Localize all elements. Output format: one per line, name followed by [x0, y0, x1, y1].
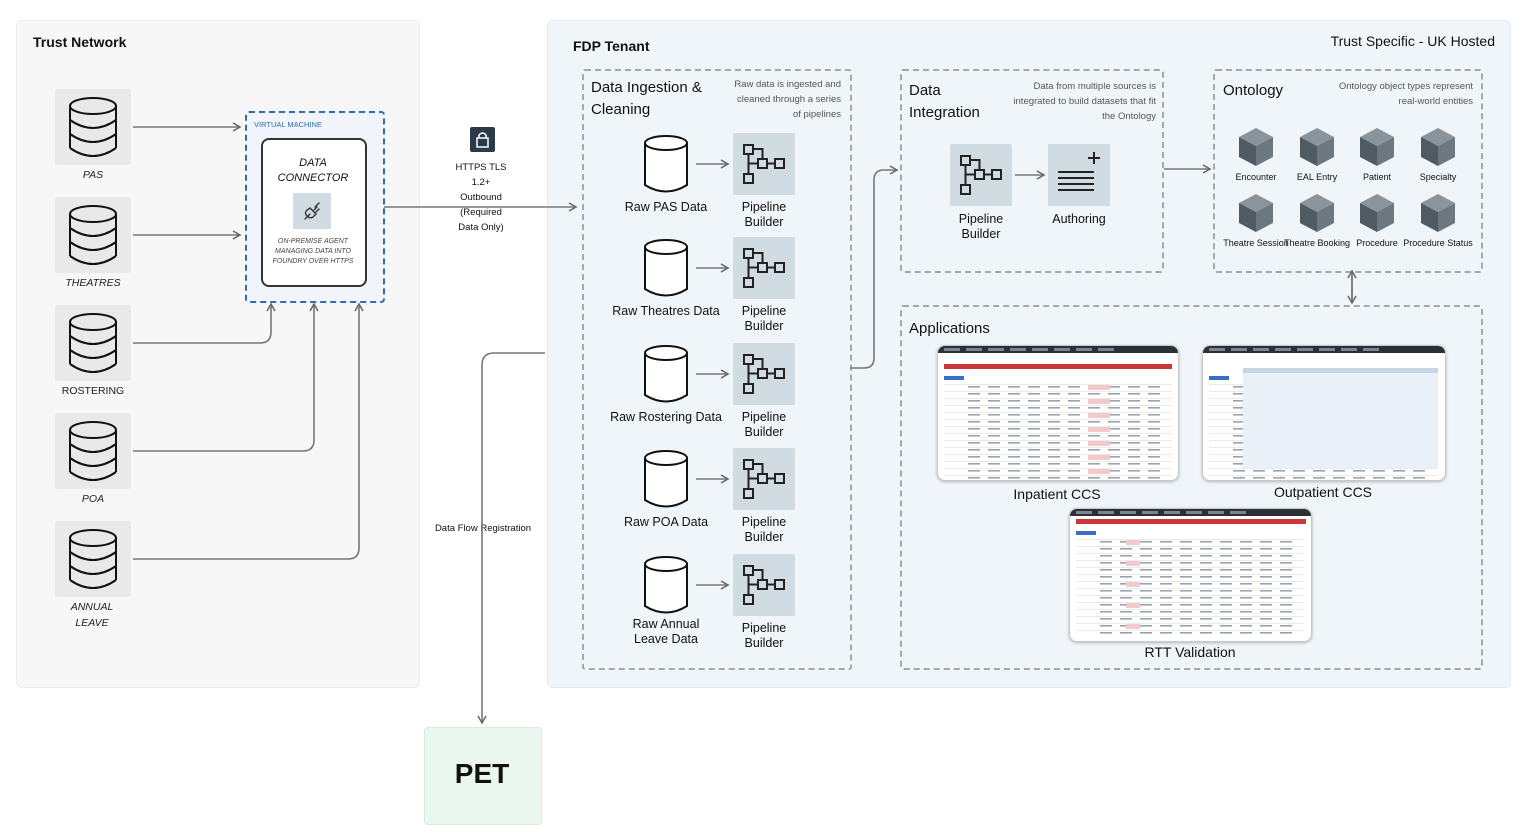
- pipeline-builder-icon: [733, 343, 795, 405]
- pipeline-builder-icon: [950, 144, 1012, 206]
- ingestion-section: [582, 69, 852, 670]
- rtt-validation-screenshot[interactable]: [1069, 508, 1312, 642]
- object-type-label: Theatre Booking: [1283, 238, 1351, 248]
- inpatient-ccs-screenshot[interactable]: [937, 345, 1179, 481]
- applications-title: Applications: [909, 320, 990, 337]
- pipeline-builder-label: Pipeline Builder: [741, 621, 787, 650]
- plug-icon: [293, 193, 331, 229]
- data-flow-label: Data Flow Registration: [428, 523, 538, 534]
- database-icon: [55, 197, 131, 273]
- source-label-rostering: ROSTERING: [61, 385, 125, 397]
- object-type-label: Specialty: [1419, 172, 1457, 182]
- pipeline-builder-icon: [733, 237, 795, 299]
- source-label-pas: PAS: [82, 169, 104, 181]
- ontology-title: Ontology: [1223, 82, 1284, 99]
- object-type-label: Patient: [1362, 172, 1392, 182]
- raw-data-label: Raw Theatres Data: [612, 304, 720, 318]
- pipeline-builder-icon: [733, 554, 795, 616]
- outpatient-ccs-screenshot[interactable]: [1202, 345, 1446, 481]
- object-type-cube-icon: [1297, 192, 1337, 239]
- pipeline-builder-label: Pipeline Builder: [741, 515, 787, 544]
- pipeline-builder-label: Pipeline Builder: [741, 410, 787, 439]
- raw-data-cylinder-icon: [643, 238, 689, 303]
- raw-data-cylinder-icon: [643, 344, 689, 409]
- database-icon: [55, 89, 131, 165]
- hosting-label: Trust Specific - UK Hosted: [1330, 33, 1495, 49]
- rtt-validation-label: RTT Validation: [1144, 644, 1236, 660]
- raw-data-label: Raw Rostering Data: [610, 410, 722, 424]
- pipeline-builder-icon: [733, 133, 795, 195]
- trust-network-title: Trust Network: [33, 34, 127, 50]
- authoring-icon: [1048, 144, 1110, 206]
- lock-icon: [470, 127, 495, 152]
- database-icon: [55, 305, 131, 381]
- inpatient-ccs-label: Inpatient CCS: [1013, 486, 1101, 502]
- integration-title: Data Integration: [909, 82, 980, 121]
- object-type-label: Encounter: [1235, 172, 1277, 182]
- object-type-cube-icon: [1357, 192, 1397, 239]
- fdp-tenant-title: FDP Tenant: [573, 38, 650, 54]
- https-link-label: HTTPS TLS 1.2+ Outbound (Required Data O…: [453, 160, 509, 235]
- pipeline-builder-label: Pipeline Builder: [741, 200, 787, 229]
- data-connector-title: DATA CONNECTOR: [277, 157, 349, 184]
- ingestion-note: Raw data is ingested and cleaned through…: [734, 79, 841, 120]
- object-type-cube-icon: [1357, 126, 1397, 173]
- object-type-cube-icon: [1418, 126, 1458, 173]
- data-connector-desc: ON-PREMISE AGENT MANAGING DATA INTO FOUN…: [272, 238, 354, 265]
- source-label-theatres: THEATRES: [65, 277, 121, 289]
- pipeline-builder-icon: [733, 448, 795, 510]
- object-type-cube-icon: [1418, 192, 1458, 239]
- integration-note: Data from multiple sources is integrated…: [1013, 81, 1156, 122]
- integration-pipeline-label: Pipeline Builder: [958, 212, 1004, 241]
- raw-data-cylinder-icon: [643, 555, 689, 620]
- authoring-label: Authoring: [1052, 212, 1106, 226]
- raw-data-label: Raw POA Data: [623, 515, 709, 529]
- object-type-cube-icon: [1297, 126, 1337, 173]
- object-type-label: Theatre Session: [1223, 238, 1289, 248]
- source-label-poa: POA: [81, 493, 105, 505]
- raw-data-cylinder-icon: [643, 134, 689, 199]
- raw-data-cylinder-icon: [643, 449, 689, 514]
- object-type-label: Procedure: [1356, 238, 1398, 248]
- raw-data-label: Raw PAS Data: [624, 200, 708, 214]
- object-type-cube-icon: [1236, 192, 1276, 239]
- outpatient-ccs-label: Outpatient CCS: [1273, 484, 1373, 500]
- pipeline-builder-label: Pipeline Builder: [741, 304, 787, 333]
- database-icon: [55, 413, 131, 489]
- object-type-cube-icon: [1236, 126, 1276, 173]
- object-type-label: EAL Entry: [1296, 172, 1338, 182]
- virtual-machine-label: VIRTUAL MACHINE: [254, 120, 322, 129]
- ingestion-title: Data Ingestion & Cleaning: [591, 79, 702, 118]
- pet-label: PET: [454, 758, 510, 789]
- applications-section: [900, 305, 1483, 670]
- pet-box: [424, 727, 542, 825]
- ontology-note: Ontology object types represent real-wor…: [1338, 81, 1473, 107]
- raw-data-label: Raw Annual Leave Data: [632, 617, 700, 646]
- source-label-annual-leave: ANNUAL LEAVE: [70, 601, 114, 629]
- integration-section: [900, 69, 1164, 273]
- database-icon: [55, 521, 131, 597]
- object-type-label: Procedure Status: [1403, 238, 1473, 248]
